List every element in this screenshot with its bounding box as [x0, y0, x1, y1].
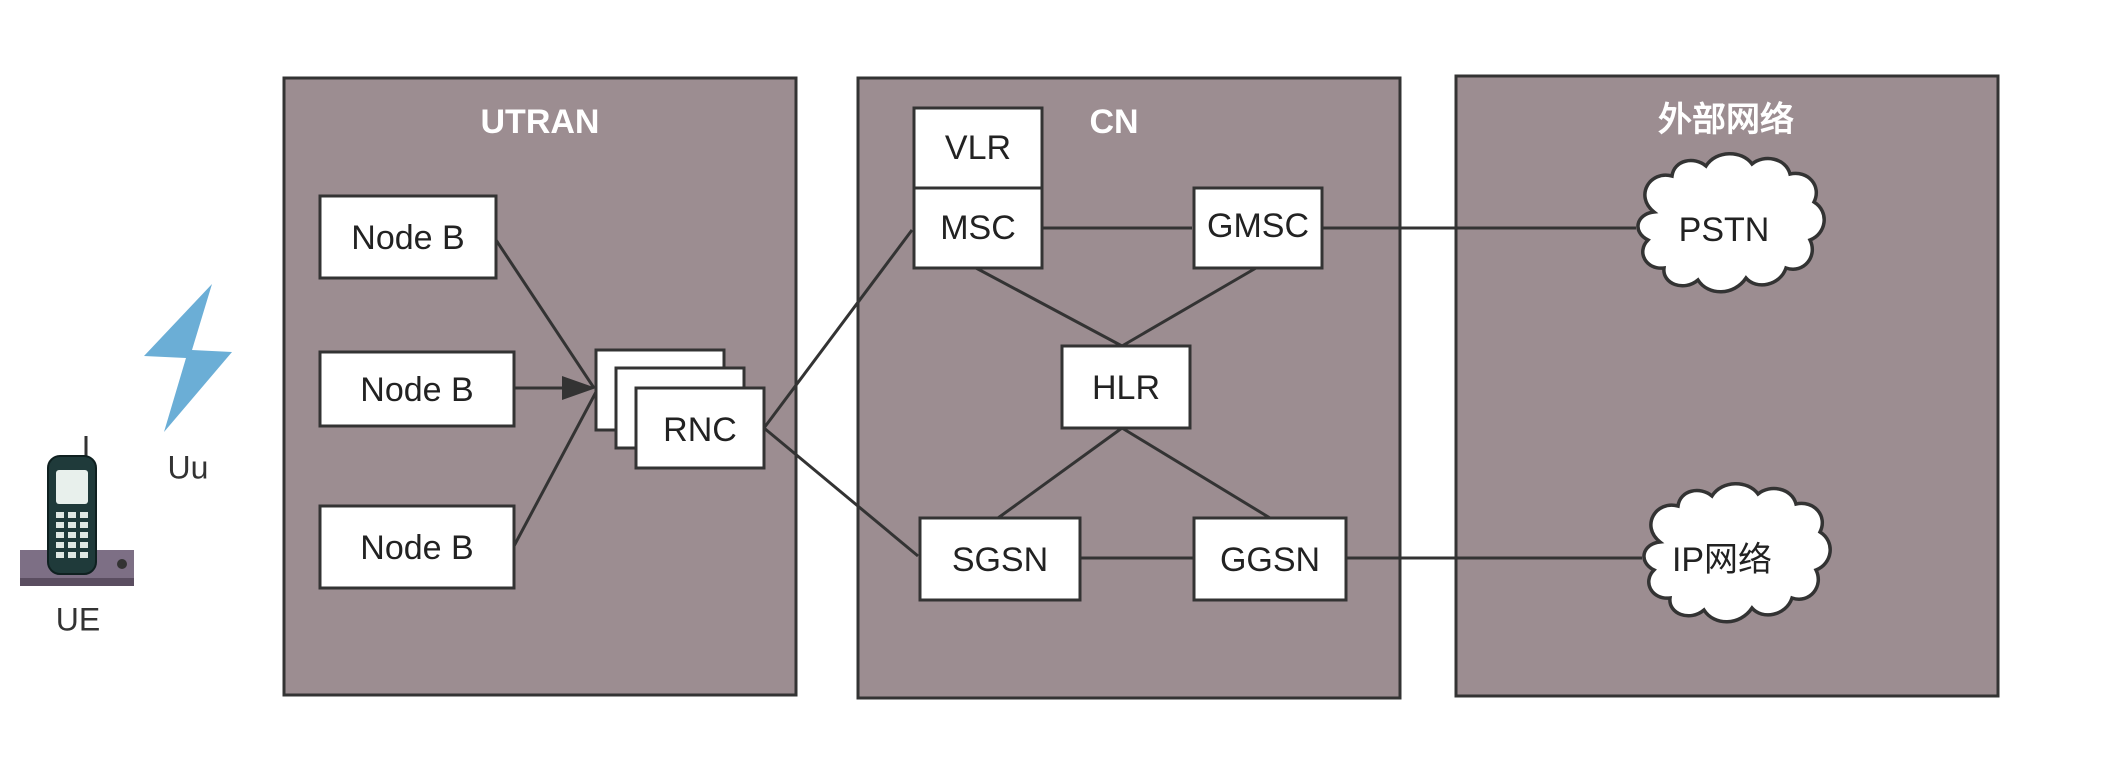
link-gmsc-hlr	[1121, 266, 1257, 348]
uu-label: Uu	[168, 449, 209, 485]
link-msc-hlr	[975, 266, 1123, 348]
external-network-title: 外部网络	[1658, 100, 1794, 139]
lightning-bolt-icon	[144, 284, 232, 432]
node-b-1-box	[318, 194, 498, 280]
gmsc-box	[1192, 186, 1324, 270]
node-b-1-label: Node B	[351, 219, 464, 257]
link-nodeb3-rnc	[512, 391, 598, 547]
ggsn-box	[1192, 516, 1348, 602]
sgsn-label: SGSN	[952, 541, 1048, 579]
ue-base-shadow	[20, 578, 134, 586]
hlr-label: HLR	[1092, 369, 1160, 407]
link-rnc-msc	[762, 229, 914, 429]
node-b-3-label: Node B	[360, 529, 473, 567]
rnc-stack: RNC	[594, 348, 766, 470]
ue-keypad	[56, 512, 88, 558]
link-nodeb1-rnc	[494, 239, 596, 389]
msc-box	[912, 186, 1044, 270]
utran-title: UTRAN	[481, 103, 600, 141]
gmsc-label: GMSC	[1207, 207, 1309, 245]
radio-interface: Uu	[144, 284, 232, 485]
pstn-cloud-icon	[1636, 152, 1826, 294]
ip-network-label: IP网络	[1672, 541, 1772, 579]
vlr-label: VLR	[945, 129, 1011, 167]
rnc-label: RNC	[663, 411, 737, 449]
ue-screen	[56, 470, 88, 504]
rnc-front-box	[634, 386, 766, 470]
msc-label: MSC	[940, 209, 1016, 247]
link-rnc-sgsn	[763, 426, 919, 558]
hlr-box	[1060, 344, 1192, 430]
cn-title: CN	[1089, 103, 1138, 141]
sgsn-box	[918, 516, 1082, 602]
arrow-head-icon	[562, 376, 596, 400]
ip-network-cloud-icon	[1642, 482, 1832, 624]
ue-device: UE	[20, 436, 134, 637]
pstn-cloud: PSTN	[1636, 152, 1826, 294]
ue-label: UE	[56, 601, 100, 637]
node-b-2-label: Node B	[360, 371, 473, 409]
ue-base-dot	[117, 559, 127, 569]
node-b-2-box	[318, 350, 516, 428]
link-hlr-sgsn	[997, 426, 1123, 520]
ip-network-cloud: IP网络	[1642, 482, 1832, 624]
ggsn-label: GGSN	[1220, 541, 1320, 579]
link-hlr-ggsn	[1121, 426, 1271, 520]
connections	[494, 226, 1642, 560]
node-b-3-box	[318, 504, 516, 590]
pstn-label: PSTN	[1679, 211, 1770, 249]
